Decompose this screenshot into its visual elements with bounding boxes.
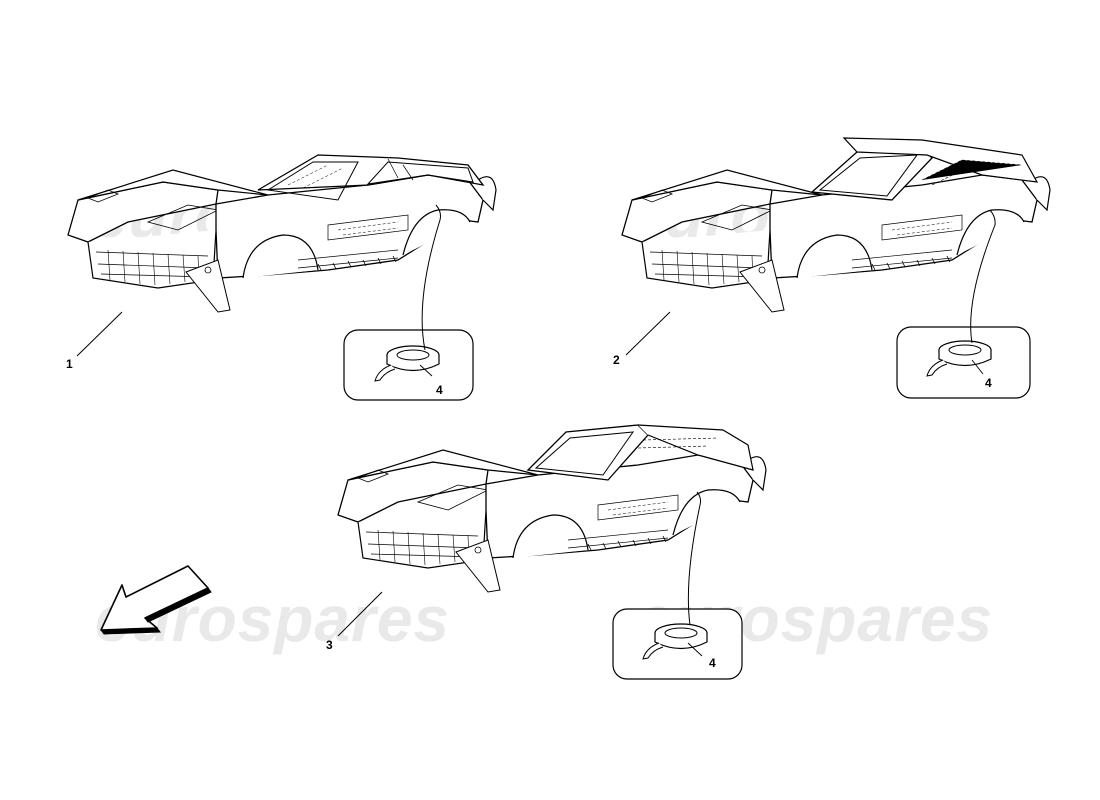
- tape-detail-box-2: [896, 209, 1031, 399]
- body-shell-spider: [337, 424, 767, 593]
- callout-4a: 4: [436, 383, 443, 397]
- tape-detail-box-3: [612, 491, 743, 680]
- callout-1: 1: [66, 357, 73, 371]
- callout-4c: 4: [709, 656, 716, 670]
- arrow-down-left-icon: [100, 565, 212, 635]
- tape-detail-box-1: [343, 204, 474, 401]
- body-shell-coupe: [67, 154, 497, 313]
- callout-2: 2: [613, 353, 620, 367]
- callout-3: 3: [326, 638, 333, 652]
- body-shell-targa: [621, 137, 1051, 313]
- callout-4b: 4: [985, 376, 992, 390]
